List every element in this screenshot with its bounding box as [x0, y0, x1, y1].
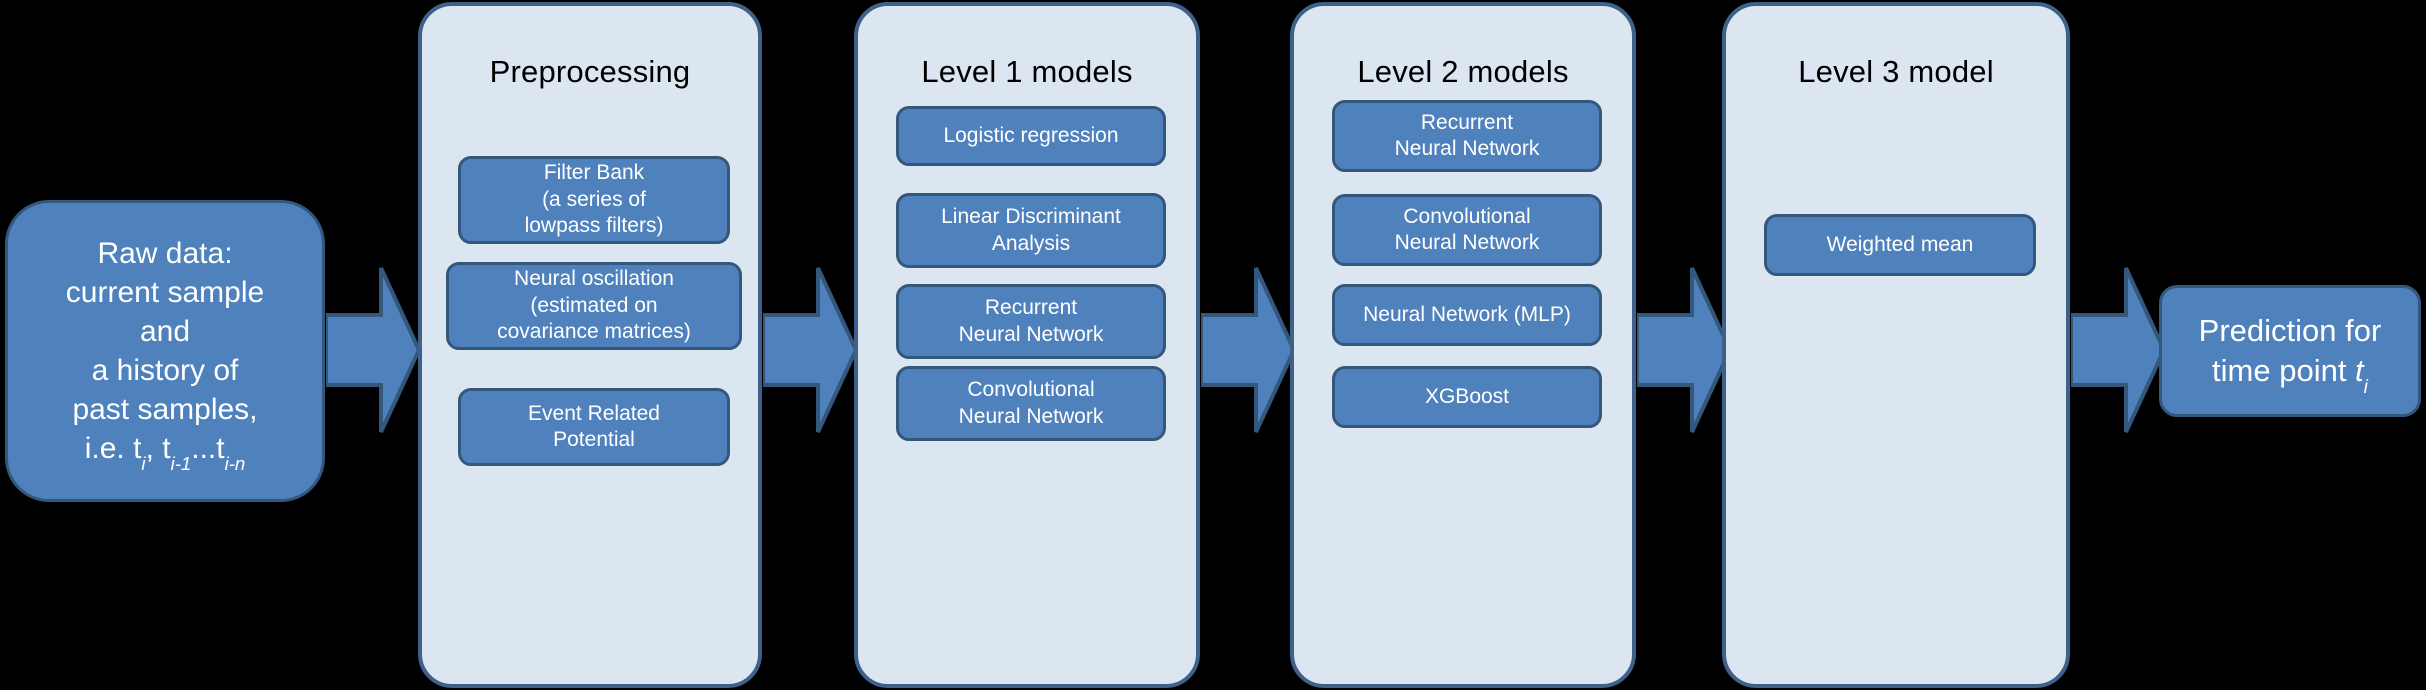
raw-data-sub-i: i	[141, 452, 146, 474]
prediction-prefix: time point	[2212, 353, 2356, 388]
model-box-recurrent-neural-network: Recurrent Neural Network	[896, 284, 1166, 359]
model-box-logistic-regression: Logistic regression	[896, 106, 1166, 166]
raw-data-sub-in: i-n	[224, 452, 246, 474]
raw-data-line-6: i.e. ti, ti-1...ti-n	[66, 429, 264, 473]
stage-title-level-3-model: Level 3 model	[1798, 54, 1994, 89]
label-line: Filter Bank	[543, 161, 645, 185]
raw-data-line-5: past samples,	[72, 393, 258, 426]
label-line: Neural oscillation	[514, 267, 674, 291]
label-line: (a series of	[542, 187, 646, 211]
label-line: Neural Network	[1394, 137, 1540, 160]
prediction-line-1: Prediction for	[2198, 312, 2382, 348]
label-line: Neural Network	[958, 404, 1104, 428]
model-box-text: Neural Network (MLP)	[1363, 302, 1571, 328]
label-line: Recurrent	[984, 296, 1078, 320]
prediction-var-t: t	[2355, 353, 2364, 388]
prediction-sub-i: i	[2363, 377, 2368, 399]
model-box-convolutional-neural-network-l2: Convolutional Neural Network	[1332, 194, 1602, 266]
label-line: Potential	[553, 428, 635, 451]
raw-data-tdots: ...t	[191, 432, 225, 465]
stage-level-1-models: Level 1 models Logistic regression Linea…	[854, 2, 1200, 688]
model-box-recurrent-neural-network-l2: Recurrent Neural Network	[1332, 100, 1602, 172]
model-box-text: Neural oscillation (estimated on covaria…	[497, 266, 691, 345]
arrow-level3-to-prediction	[2071, 263, 2167, 437]
raw-data-tprefix: i.e. t	[84, 432, 142, 465]
prediction-line-2: time point ti	[2199, 351, 2382, 397]
label-line: Neural Network (MLP)	[1363, 302, 1571, 326]
model-box-text: XGBoost	[1425, 384, 1509, 410]
label-line: Convolutional	[1403, 204, 1531, 228]
label-line: Neural Network	[958, 322, 1104, 346]
raw-data-tmid: , t	[145, 432, 171, 465]
arrow-raw-to-preprocessing	[326, 263, 422, 437]
label-line: Event Related	[528, 401, 660, 425]
model-box-xgboost: XGBoost	[1332, 366, 1602, 428]
model-box-text: Recurrent Neural Network	[1395, 110, 1540, 163]
model-box-text: Convolutional Neural Network	[1395, 204, 1540, 257]
label-line: Weighted mean	[1826, 232, 1974, 256]
raw-data-sub-i1: i-1	[170, 452, 192, 474]
arrow-level2-to-level3	[1637, 263, 1733, 437]
label-line: covariance matrices)	[497, 320, 691, 344]
label-line: XGBoost	[1424, 384, 1510, 408]
label-line: lowpass filters)	[524, 214, 664, 238]
model-box-text: Weighted mean	[1827, 232, 1974, 258]
stage-level-2-models: Level 2 models Recurrent Neural Network …	[1290, 2, 1636, 688]
model-box-text: Logistic regression	[943, 123, 1118, 149]
model-box-text: Convolutional Neural Network	[959, 377, 1104, 430]
model-box-filter-bank: Filter Bank (a series of lowpass filters…	[458, 156, 730, 244]
model-box-text: Linear Discriminant Analysis	[941, 204, 1121, 257]
label-line: Neural Network	[1394, 231, 1540, 254]
stage-title-preprocessing: Preprocessing	[489, 54, 691, 89]
arrow-preprocessing-to-level1	[763, 263, 859, 437]
prediction-text: Prediction for time point ti	[2198, 311, 2382, 398]
prediction-box: Prediction for time point ti	[2159, 285, 2421, 417]
arrow-level1-to-level2	[1201, 263, 1297, 437]
raw-data-text: Raw data: current sample and a history o…	[65, 234, 265, 473]
label-line: Recurrent	[1420, 110, 1514, 134]
stage-title-level-2-models: Level 2 models	[1357, 54, 1569, 89]
model-box-event-related-potential: Event Related Potential	[458, 388, 730, 466]
model-box-convolutional-neural-network: Convolutional Neural Network	[896, 366, 1166, 441]
raw-data-line-4: a history of	[91, 354, 239, 387]
label-line: Linear Discriminant	[941, 205, 1121, 229]
model-box-weighted-mean: Weighted mean	[1764, 214, 2036, 276]
label-line: (estimated on	[530, 293, 658, 317]
model-box-neural-oscillation: Neural oscillation (estimated on covaria…	[446, 262, 742, 350]
raw-data-line-2: current sample	[65, 276, 265, 309]
model-box-text: Recurrent Neural Network	[959, 295, 1104, 348]
label-line: Logistic regression	[943, 123, 1119, 147]
model-box-text: Filter Bank (a series of lowpass filters…	[525, 160, 664, 239]
raw-data-line-1: Raw data:	[97, 237, 233, 270]
stage-preprocessing: Preprocessing Filter Bank (a series of l…	[418, 2, 762, 688]
model-box-text: Event Related Potential	[528, 401, 660, 454]
stage-title-level-1-models: Level 1 models	[921, 54, 1133, 89]
raw-data-box: Raw data: current sample and a history o…	[5, 200, 325, 502]
stage-level-3-model: Level 3 model Weighted mean	[1722, 2, 2070, 688]
label-line: Analysis	[991, 231, 1071, 255]
model-box-linear-discriminant-analysis: Linear Discriminant Analysis	[896, 193, 1166, 268]
label-line: Convolutional	[967, 378, 1095, 402]
raw-data-line-3: and	[139, 315, 191, 348]
model-box-neural-network-mlp: Neural Network (MLP)	[1332, 284, 1602, 346]
